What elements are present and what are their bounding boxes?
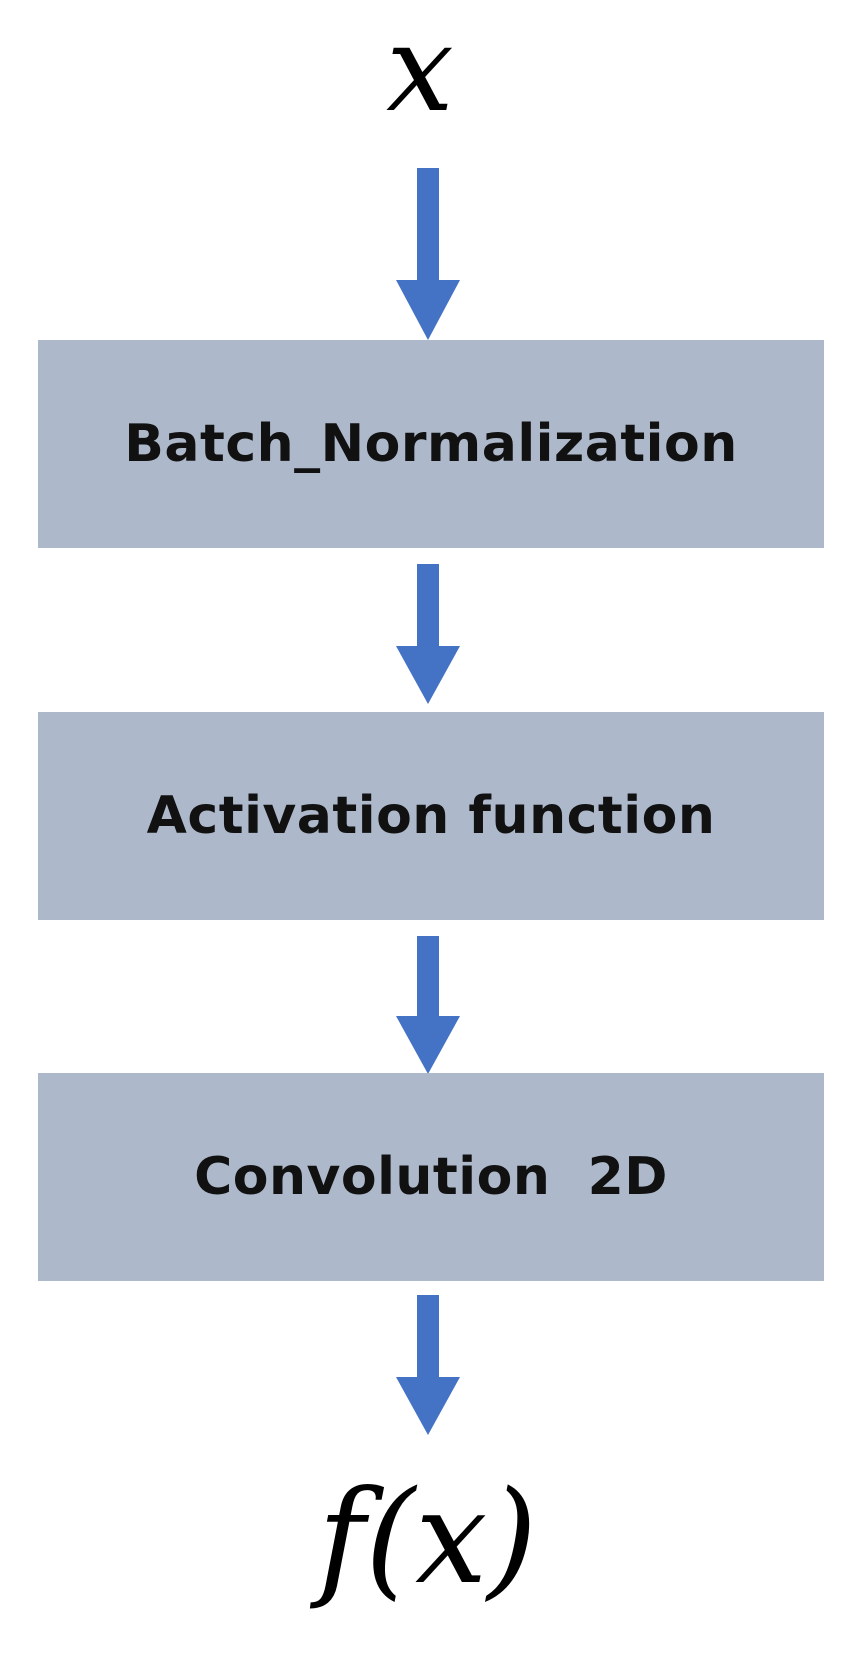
- step-box-convolution-2d: Convolution 2D: [38, 1073, 824, 1281]
- arrow-down-icon: [396, 936, 460, 1074]
- step-box-activation-function: Activation function: [38, 712, 824, 920]
- arrow-down-icon: [396, 564, 460, 704]
- output-label: f(x): [317, 1464, 538, 1613]
- step-label: Batch_Normalization: [124, 414, 738, 474]
- arrow-down-icon: [396, 1295, 460, 1435]
- input-label: x: [386, 0, 454, 139]
- step-label: Convolution 2D: [194, 1147, 668, 1207]
- step-label: Activation function: [146, 786, 716, 846]
- step-box-batch-normalization: Batch_Normalization: [38, 340, 824, 548]
- arrow-down-icon: [396, 168, 460, 340]
